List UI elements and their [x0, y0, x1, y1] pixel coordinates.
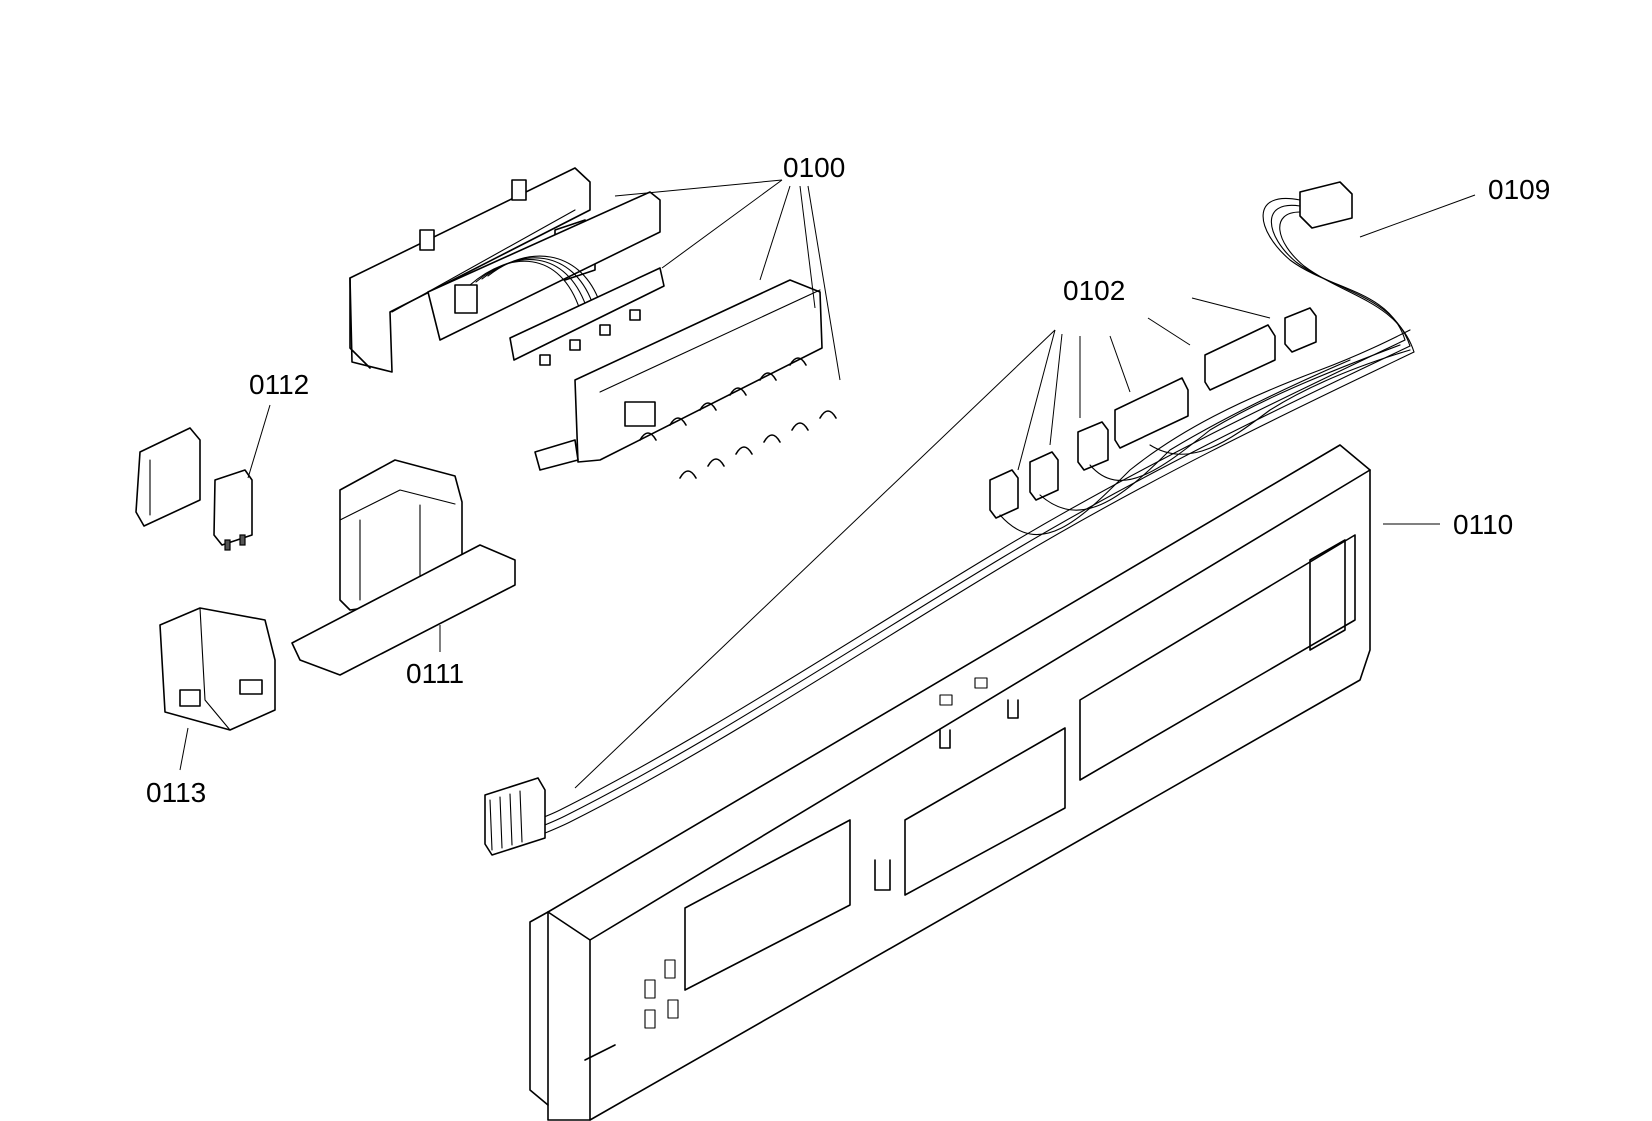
label-0109: 0109 — [1488, 174, 1550, 205]
label-0112: 0112 — [249, 369, 309, 400]
label-0102: 0102 — [1063, 275, 1125, 306]
label-0100: 0100 — [783, 152, 845, 183]
label-0110: 0110 — [1453, 509, 1513, 540]
part-0110-panel-frame — [529, 444, 1371, 1121]
label-0111: 0111 — [406, 658, 464, 689]
part-0113-switch-module — [159, 607, 276, 731]
part-0111-holder-frame — [291, 459, 516, 676]
part-0109-wire-harness — [484, 181, 1415, 856]
label-0113: 0113 — [146, 777, 206, 808]
part-0102-connectors — [989, 307, 1411, 536]
leader-lines — [179, 179, 1476, 789]
part-0100-control-module — [349, 167, 837, 479]
part-0112-bracket-relay — [135, 427, 253, 551]
